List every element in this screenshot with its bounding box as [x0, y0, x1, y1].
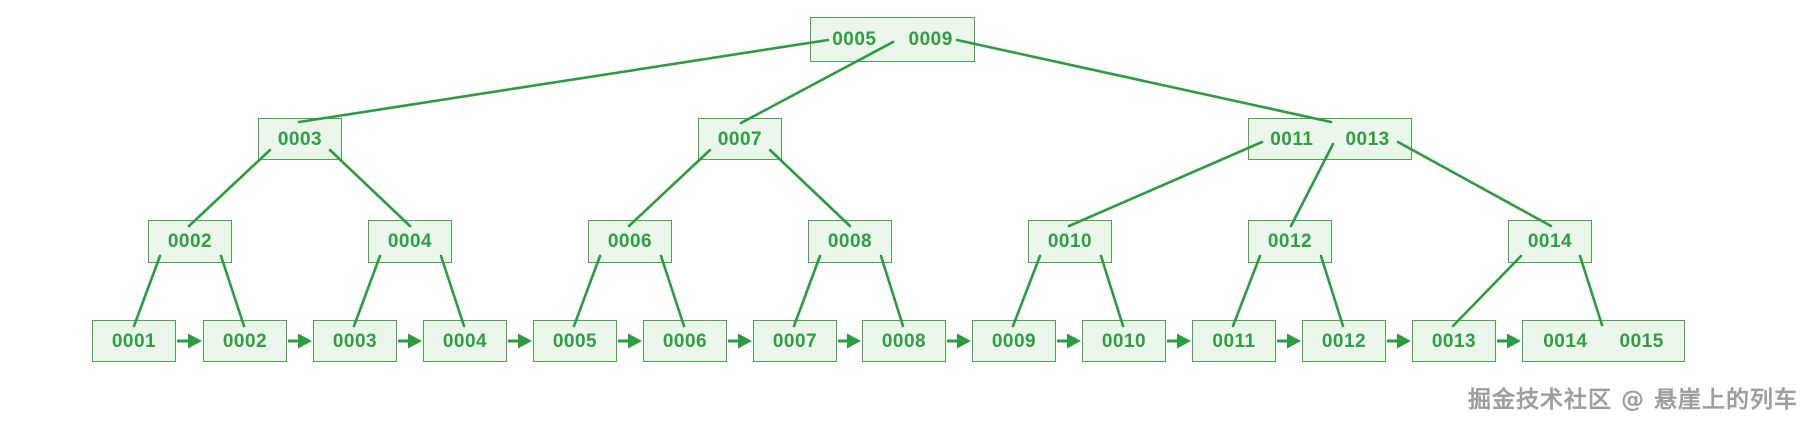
tree-node-l10: 0010 [1082, 320, 1166, 362]
leaf-link-arrowhead-l11-l12 [1287, 333, 1301, 349]
tree-node-i0007: 0007 [698, 118, 782, 160]
edge-i1113-i0014 [1396, 140, 1553, 228]
edge-i1113-i0010 [1067, 140, 1264, 228]
node-key: 0008 [827, 231, 873, 252]
edge-i0004-l04 [439, 254, 466, 328]
node-key: 0004 [387, 231, 433, 252]
edge-i0006-l06 [659, 254, 686, 328]
node-key: 0012 [1267, 231, 1313, 252]
leaf-link-arrowhead-l01-l02 [188, 333, 202, 349]
tree-node-l03: 0003 [313, 320, 397, 362]
leaf-link-arrowhead-l12-l13 [1397, 333, 1411, 349]
node-key: 0013 [1345, 128, 1390, 150]
node-key: 0003 [277, 128, 323, 150]
edge-i0014-l1415 [1578, 254, 1604, 327]
node-key: 0009 [991, 330, 1037, 352]
edge-i0010-l09 [1011, 254, 1042, 328]
node-key: 0008 [881, 330, 927, 352]
tree-node-l09: 0009 [972, 320, 1056, 362]
node-key: 0007 [772, 330, 818, 352]
leaf-link-arrowhead-l05-l06 [628, 333, 642, 349]
leaf-link-arrowhead-l10-l11 [1177, 333, 1191, 349]
edge-root-i1113 [955, 38, 1333, 124]
node-key: 0005 [552, 330, 598, 352]
tree-node-l1415: 0014 0015 [1522, 320, 1685, 362]
edge-i0007-i0006 [627, 148, 712, 228]
node-key: 0006 [662, 330, 708, 352]
edge-i0004-l03 [352, 254, 382, 328]
edge-i0006-l05 [572, 254, 602, 328]
node-key: 0002 [222, 330, 268, 352]
node-key: 0006 [607, 231, 653, 252]
edge-i0002-l02 [219, 254, 246, 328]
tree-node-i0008: 0008 [808, 220, 892, 263]
node-key: 0012 [1321, 330, 1367, 352]
node-key: 0004 [442, 330, 488, 352]
edge-i0003-i0002 [187, 148, 272, 228]
edge-i0012-l11 [1231, 254, 1262, 328]
leaf-link-arrowhead-l06-l07 [738, 333, 752, 349]
leaf-link-arrowhead-l04-l05 [518, 333, 532, 349]
tree-node-l02: 0002 [203, 320, 287, 362]
leaf-link-arrowhead-l07-l08 [847, 333, 861, 349]
node-key: 0010 [1047, 231, 1093, 252]
node-key: 0001 [111, 330, 157, 352]
leaf-link-arrowhead-l13-l1415 [1507, 333, 1521, 349]
node-key: 0013 [1431, 330, 1477, 352]
tree-node-l11: 0011 [1192, 320, 1276, 362]
node-key: 0011 [1270, 128, 1314, 150]
tree-node-i0010: 0010 [1028, 220, 1112, 263]
tree-node-l07: 0007 [753, 320, 837, 362]
edge-i0010-l10 [1099, 254, 1125, 328]
node-key: 0011 [1212, 330, 1256, 352]
tree-node-i0002: 0002 [148, 220, 232, 263]
tree-node-l13: 0013 [1412, 320, 1496, 362]
edge-i0008-l07 [792, 254, 822, 328]
tree-node-i0003: 0003 [258, 118, 342, 160]
leaf-link-arrowhead-l08-l09 [957, 333, 971, 349]
edge-i0014-l13 [1451, 254, 1523, 328]
leaf-link-arrowhead-l03-l04 [408, 333, 422, 349]
tree-node-i1113: 0011 0013 [1248, 118, 1412, 160]
edge-i0007-i0008 [768, 148, 852, 228]
node-key: 0010 [1101, 330, 1147, 352]
node-key: 0002 [167, 231, 213, 252]
tree-node-i0014: 0014 [1508, 220, 1592, 263]
watermark-text: 掘金技术社区 @ 悬崖上的列车 [1467, 387, 1798, 413]
tree-node-l12: 0012 [1302, 320, 1386, 362]
tree-node-root: 0005 0009 [810, 17, 975, 62]
node-key: 0009 [908, 29, 953, 50]
node-key: 0014 [1527, 231, 1573, 252]
leaf-link-arrowhead-l02-l03 [298, 333, 312, 349]
tree-node-l04: 0004 [423, 320, 507, 362]
tree-node-i0006: 0006 [588, 220, 672, 263]
edge-i0008-l08 [879, 254, 905, 328]
node-key: 0015 [1619, 330, 1664, 352]
edge-i0002-l01 [132, 254, 162, 328]
node-key: 0007 [717, 128, 763, 150]
tree-node-l06: 0006 [643, 320, 727, 362]
edge-root-i0003 [297, 38, 830, 124]
edge-i0003-i0004 [328, 148, 412, 228]
leaf-link-arrowhead-l09-l10 [1067, 333, 1081, 349]
tree-node-l08: 0008 [862, 320, 946, 362]
node-key: 0005 [832, 29, 877, 50]
tree-node-l05: 0005 [533, 320, 617, 362]
node-key: 0014 [1543, 330, 1588, 352]
node-key: 0003 [332, 330, 378, 352]
tree-node-i0012: 0012 [1248, 220, 1332, 263]
tree-node-i0004: 0004 [368, 220, 452, 263]
tree-node-l01: 0001 [92, 320, 176, 362]
edge-i0012-l12 [1319, 254, 1345, 328]
